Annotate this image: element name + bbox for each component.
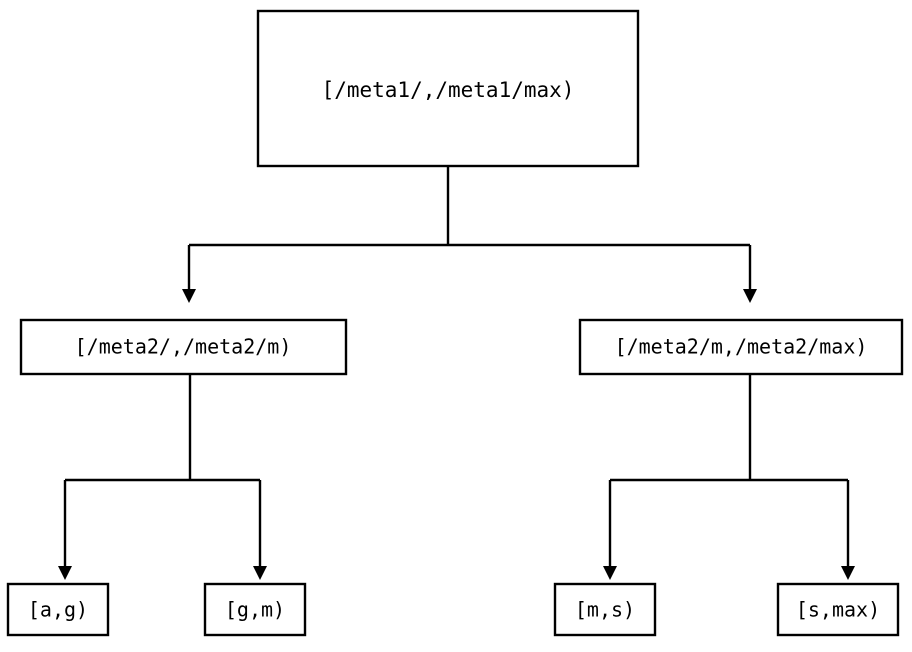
node-mid-right-label: [/meta2/m,/meta2/max): [615, 335, 868, 359]
node-mid-right[interactable]: [/meta2/m,/meta2/max): [578, 318, 904, 376]
node-root-label: [/meta1/,/meta1/max): [322, 78, 575, 102]
arrow-head-mid-left-icon: [182, 289, 196, 303]
node-leaf-3-box[interactable]: [553, 582, 657, 637]
node-leaf-2-label: [g,m): [225, 598, 285, 622]
node-leaf-4[interactable]: [s,max): [776, 582, 900, 637]
edge-group-mid-right: [603, 374, 855, 580]
node-root-box[interactable]: [256, 9, 640, 168]
node-mid-left-label: [/meta2/,/meta2/m): [75, 335, 292, 359]
arrow-head-leaf-2-icon: [253, 566, 267, 580]
node-leaf-4-label: [s,max): [796, 598, 880, 622]
arrow-head-leaf-4-icon: [841, 566, 855, 580]
node-mid-left[interactable]: [/meta2/,/meta2/m): [19, 318, 348, 376]
node-root[interactable]: [/meta1/,/meta1/max): [256, 9, 640, 168]
arrow-head-leaf-1-icon: [58, 566, 72, 580]
node-leaf-3[interactable]: [m,s): [553, 582, 657, 637]
node-leaf-4-box[interactable]: [776, 582, 900, 637]
node-mid-left-box[interactable]: [19, 318, 348, 376]
node-mid-right-box[interactable]: [578, 318, 904, 376]
node-leaf-1-box[interactable]: [6, 582, 110, 637]
node-leaf-2-box[interactable]: [203, 582, 307, 637]
node-leaf-1-label: [a,g): [28, 598, 88, 622]
edge-group-mid-left: [58, 374, 267, 580]
arrow-head-leaf-3-icon: [603, 566, 617, 580]
node-leaf-2[interactable]: [g,m): [203, 582, 307, 637]
node-leaf-1[interactable]: [a,g): [6, 582, 110, 637]
edge-group-root: [182, 166, 757, 303]
arrow-head-mid-right-icon: [743, 289, 757, 303]
node-leaf-3-label: [m,s): [575, 598, 635, 622]
